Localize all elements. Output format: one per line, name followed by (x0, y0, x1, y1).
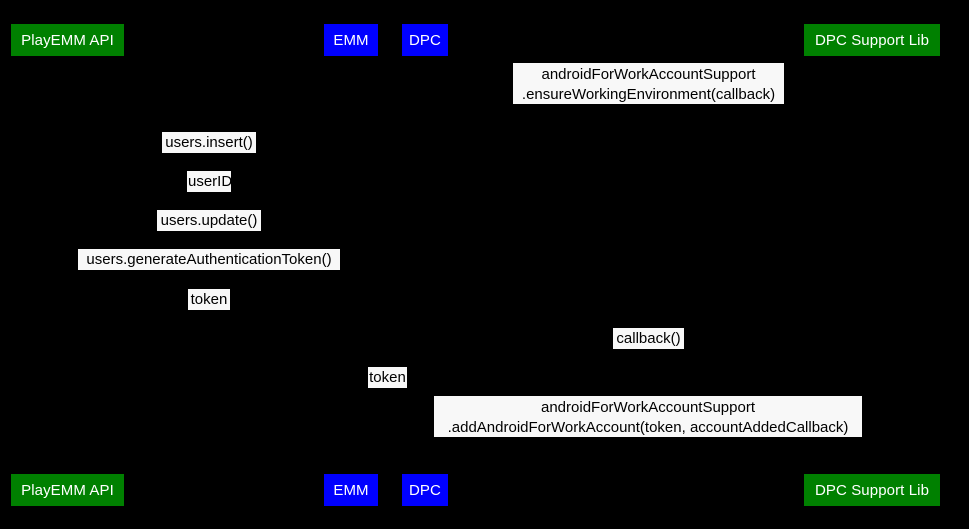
message-label-users-update: users.update() (157, 210, 261, 231)
participant-box-playemm-api-top[interactable]: PlayEMM API (11, 24, 124, 56)
message-label-user-id: userID (187, 171, 233, 192)
participant-box-dpc-bottom[interactable]: DPC (402, 474, 448, 506)
message-label-add-android-for-work-account: androidForWorkAccountSupport .addAndroid… (434, 396, 862, 437)
participant-box-emm-bottom[interactable]: EMM (324, 474, 378, 506)
participant-label: DPC (409, 481, 441, 499)
message-label-token-to-dpc: token (368, 367, 407, 388)
message-label-ensure-working-environment: androidForWorkAccountSupport .ensureWork… (513, 63, 784, 104)
participant-box-dpc-top[interactable]: DPC (402, 24, 448, 56)
message-label-users-generate-authentication-token: users.generateAuthenticationToken() (78, 249, 340, 270)
participant-label: PlayEMM API (21, 31, 114, 49)
participant-box-dpc-support-lib-top[interactable]: DPC Support Lib (804, 24, 940, 56)
message-label-token-to-emm: token (188, 289, 230, 310)
participant-box-emm-top[interactable]: EMM (324, 24, 378, 56)
participant-label: EMM (333, 31, 369, 49)
message-label-callback: callback() (613, 328, 684, 349)
participant-box-playemm-api-bottom[interactable]: PlayEMM API (11, 474, 124, 506)
participant-label: PlayEMM API (21, 481, 114, 499)
message-label-users-insert: users.insert() (162, 132, 256, 153)
participant-label: EMM (333, 481, 369, 499)
participant-box-dpc-support-lib-bottom[interactable]: DPC Support Lib (804, 474, 940, 506)
participant-label: DPC (409, 31, 441, 49)
participant-label: DPC Support Lib (814, 481, 930, 499)
participant-label: DPC Support Lib (814, 31, 930, 49)
